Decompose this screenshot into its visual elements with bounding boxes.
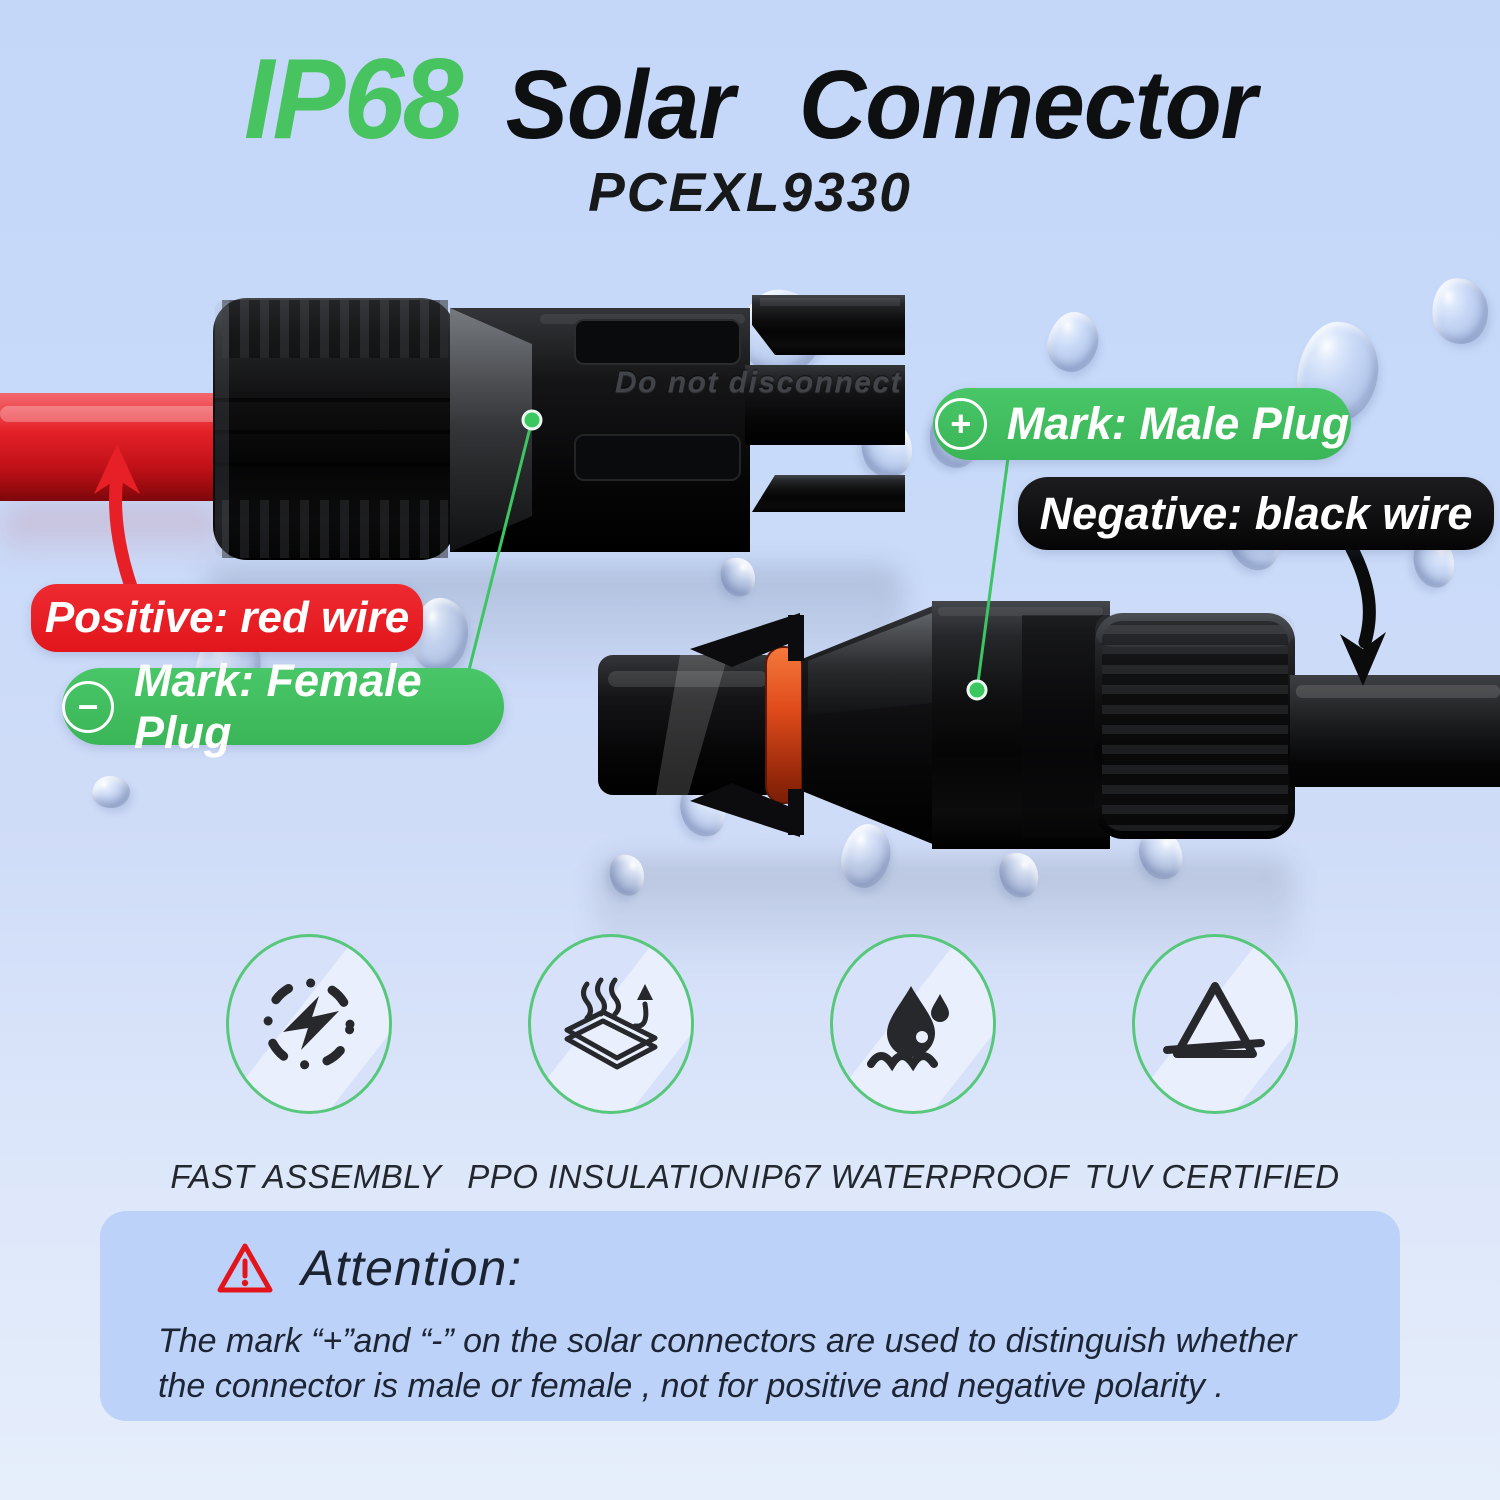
feature-fast-assembly: [226, 934, 392, 1114]
attention-line-2: the connector is male or female , not fo…: [158, 1367, 1224, 1405]
positive-wire-text: Positive: red wire: [44, 593, 410, 642]
minus-circle-icon: −: [62, 680, 114, 733]
male-plug-label: + Mark: Male Plug: [933, 388, 1351, 460]
plus-circle-icon: +: [934, 398, 987, 450]
female-connector-nut: [213, 298, 455, 560]
male-mark-leader-line: [966, 457, 1010, 701]
feature-label-ip67-waterproof: IP67 WATERPROOF: [750, 1158, 1069, 1195]
feature-label-fast-assembly: FAST ASSEMBLY: [170, 1158, 442, 1195]
male-connector: [598, 601, 1500, 849]
title-ip-rating: IP68: [244, 36, 463, 163]
feature-label-tuv-certified: TUV CERTIFIED: [1084, 1158, 1340, 1195]
fast-assembly-icon: [263, 978, 355, 1070]
attention-heading: Attention:: [215, 1239, 522, 1297]
feature-tuv-certified: [1132, 934, 1298, 1114]
page-title: IP68 Solar Connector: [30, 34, 1470, 165]
locking-arms: [690, 613, 804, 837]
feature-ip67-waterproof: [830, 934, 996, 1114]
female-plug-text: Mark: Female Plug: [134, 654, 422, 758]
embossed-text: Do not disconnect: [615, 366, 903, 399]
feature-ppo-insulation: [528, 934, 694, 1114]
female-connector-body: [450, 308, 750, 552]
model-number: PCEXL9330: [588, 161, 912, 223]
positive-wire-label: Positive: red wire: [31, 584, 423, 652]
red-up-arrow: [94, 444, 145, 613]
waterproof-icon: [867, 986, 949, 1072]
attention-title: Attention:: [301, 1240, 523, 1296]
water-droplet: [92, 776, 130, 808]
negative-wire-label: Negative: black wire: [1018, 477, 1494, 550]
female-plug-label: − Mark: Female Plug: [62, 655, 504, 758]
male-connector-tip: [598, 655, 780, 795]
title-product: Solar Connector: [505, 50, 1257, 159]
warning-triangle-icon: [217, 1243, 273, 1293]
attention-box: Attention: The mark “+”and “-” on the so…: [100, 1211, 1400, 1421]
black-down-arrow: [1340, 540, 1386, 686]
male-connector-collar-highlight: [808, 613, 932, 715]
negative-wire-text: Negative: black wire: [1039, 487, 1473, 539]
feature-label-ppo-insulation: PPO INSULATION: [467, 1158, 749, 1195]
black-wire: [1290, 675, 1500, 787]
male-connector-nut: [1095, 613, 1295, 839]
ppo-insulation-icon: [564, 977, 658, 1070]
attention-line-1: The mark “+”and “-” on the solar connect…: [158, 1322, 1297, 1360]
female-connector-lock-end: [745, 295, 905, 512]
tuv-certified-icon: [1163, 982, 1265, 1058]
attention-body: The mark “+”and “-” on the solar connect…: [158, 1319, 1358, 1409]
female-mark-leader-line: [467, 409, 543, 671]
male-plug-text: Mark: Male Plug: [1006, 398, 1350, 449]
